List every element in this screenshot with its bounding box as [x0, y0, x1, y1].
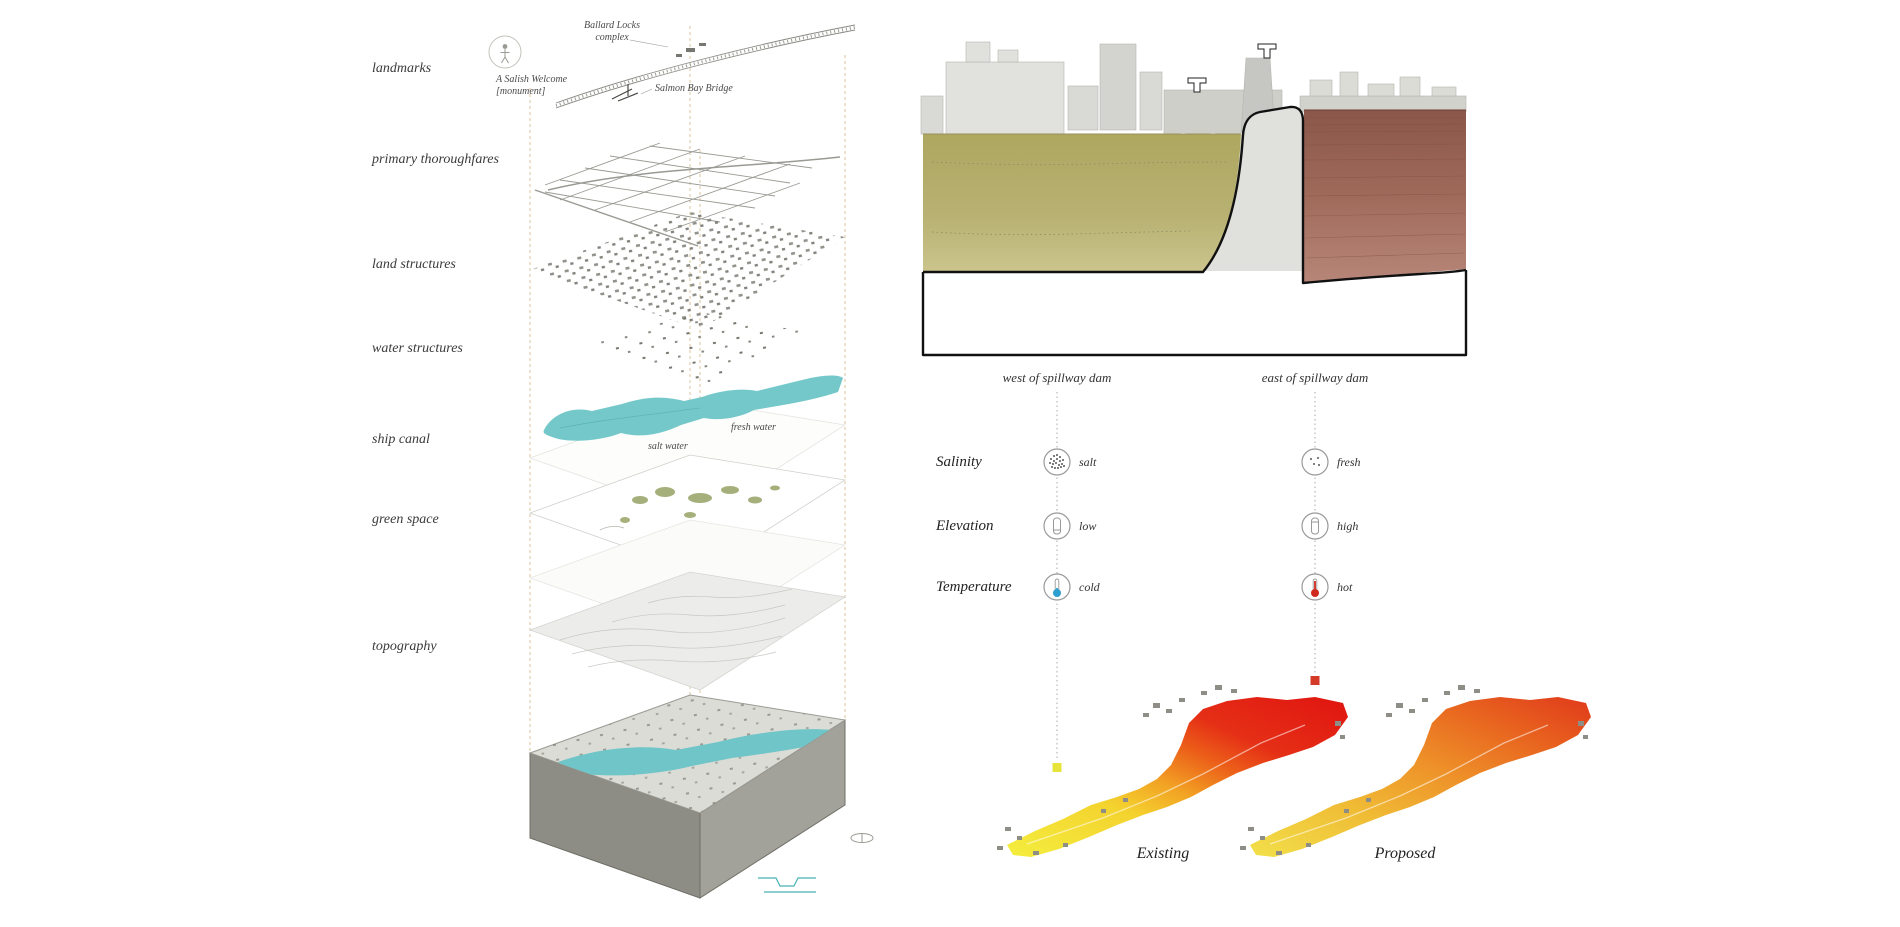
ballard-locks-label-line1: Ballard Locks: [584, 20, 640, 31]
landmarks-layer: [488, 24, 856, 109]
monument-icon: [488, 35, 522, 69]
salinity-west-value: salt: [1079, 455, 1097, 469]
layer-label-thoroughfares: primary thoroughfares: [371, 152, 499, 167]
base-block-water: [558, 729, 832, 776]
elevation-east-value: high: [1337, 519, 1358, 533]
fresh-water-label: fresh water: [731, 422, 776, 433]
flag-markers: [1187, 43, 1277, 93]
salinity-salt-icon: [1043, 448, 1071, 476]
locks-complex-sketch: [676, 43, 706, 57]
temperature-hot-icon: [1301, 573, 1329, 601]
layer-label-topography: topography: [372, 639, 437, 654]
east-column-header: east of spillway dam: [1262, 370, 1369, 385]
green-space-patches: [620, 485, 780, 523]
ballard-locks-label-line2: complex: [595, 32, 629, 43]
west-marker: [1052, 763, 1062, 772]
east-marker: [1310, 676, 1320, 685]
spillway-concrete: [1203, 106, 1303, 271]
elevation-west-value: low: [1079, 519, 1096, 533]
comparison-panel: west of spillway dam east of spillway da…: [935, 370, 1368, 772]
water-structures-layer: [585, 312, 805, 388]
section-outline: [921, 105, 1468, 357]
salmon-bay-bridge-label: Salmon Bay Bridge: [655, 83, 733, 94]
elevation-high-icon: [1301, 512, 1329, 540]
salinity-fresh-icon: [1301, 448, 1329, 476]
layer-label-water-structures: water structures: [372, 341, 463, 356]
compass-icon: [850, 833, 874, 843]
layer-label-land-structures: land structures: [372, 257, 456, 272]
locks-detail-icon: [758, 877, 816, 893]
bridge-sketch: [611, 84, 639, 102]
salt-water-label: salt water: [648, 441, 688, 452]
canal-water-shape: [543, 375, 843, 441]
row-label-temperature: Temperature: [936, 579, 1012, 595]
west-column-header: west of spillway dam: [1003, 370, 1112, 385]
east-water-striations: [1304, 117, 1466, 259]
contour-lines: [559, 588, 793, 668]
topography-layer: [528, 571, 847, 691]
salinity-east-value: fresh: [1337, 455, 1361, 469]
temperature-east-value: hot: [1337, 580, 1353, 594]
row-label-salinity: Salinity: [936, 454, 982, 470]
east-salt-water: [1304, 110, 1466, 282]
west-fresh-water: [923, 134, 1241, 271]
salish-welcome-label-line1: A Salish Welcome: [495, 74, 568, 85]
heatmaps: Existing Proposed: [996, 684, 1591, 862]
salish-welcome-label-line2: [monument]: [496, 86, 546, 97]
temperature-cold-icon: [1043, 573, 1071, 601]
existing-map-label: Existing: [1136, 845, 1189, 862]
base-block: [528, 694, 847, 899]
layer-label-ship-canal: ship canal: [372, 432, 430, 447]
section-drawing: [920, 41, 1468, 357]
layer-label-green-space: green space: [372, 512, 439, 527]
temperature-west-value: cold: [1079, 580, 1101, 594]
sediment-lines: [931, 161, 1228, 236]
land-structures-layer: [530, 212, 845, 330]
elevation-low-icon: [1043, 512, 1071, 540]
exploded-axon: landmarks primary thoroughfares land str…: [371, 20, 874, 899]
row-label-elevation: Elevation: [935, 518, 993, 534]
green-space-layer: [528, 454, 847, 574]
proposed-map-label: Proposed: [1374, 845, 1437, 862]
layer-label-landmarks: landmarks: [372, 61, 432, 76]
